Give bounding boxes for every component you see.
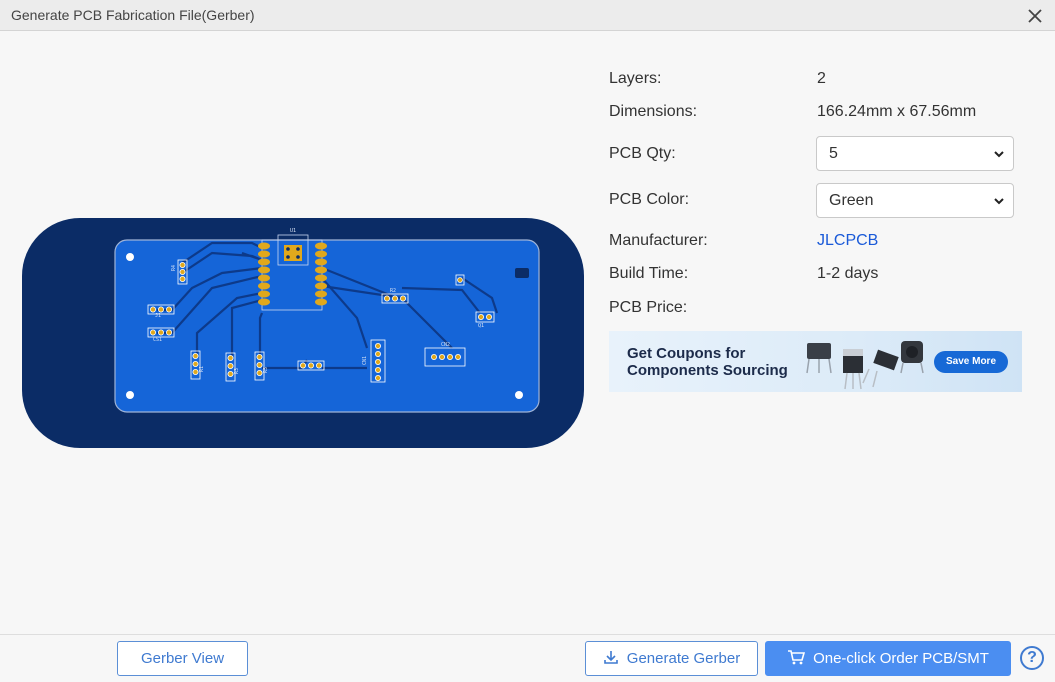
layers-row: Layers: 2 xyxy=(609,70,826,88)
qty-selected-value: 5 xyxy=(829,145,838,162)
traces xyxy=(157,241,499,370)
chevron-down-icon xyxy=(994,151,1004,158)
close-icon[interactable] xyxy=(1025,6,1045,26)
banner-text: Get Coupons for Components Sourcing xyxy=(627,345,827,379)
generate-gerber-label: Generate Gerber xyxy=(626,650,741,667)
silk-label-r4: R4 xyxy=(171,265,177,271)
dialog-titlebar: Generate PCB Fabrication File(Gerber) xyxy=(0,0,1055,31)
manufacturer-link[interactable]: JLCPCB xyxy=(817,232,879,249)
generate-gerber-button[interactable]: Generate Gerber xyxy=(585,641,758,676)
build-time-label: Build Time: xyxy=(609,265,689,282)
one-click-order-label: One-click Order PCB/SMT xyxy=(813,650,989,667)
silk-label-u1: U1 xyxy=(290,228,296,234)
components-illustration xyxy=(806,341,924,390)
layers-value: 2 xyxy=(817,70,826,87)
components xyxy=(147,259,495,383)
manufacturer-row: Manufacturer: JLCPCB xyxy=(609,232,878,250)
qty-row: PCB Qty: xyxy=(609,145,676,163)
cart-icon xyxy=(788,650,806,665)
layers-label: Layers: xyxy=(609,70,662,87)
build-time-value: 1-2 days xyxy=(817,265,879,282)
build-time-row: Build Time: 1-2 days xyxy=(609,265,878,283)
chevron-down-icon xyxy=(994,198,1004,205)
u1-footprint xyxy=(258,234,327,311)
help-icon[interactable]: ? xyxy=(1020,646,1044,670)
dimensions-value: 166.24mm x 67.56mm xyxy=(817,103,977,120)
dimensions-label: Dimensions: xyxy=(609,103,698,120)
silkscreen-labels: U1 R4 J1 CS1 R1 R3 R5 R2 CN1 CN2 Q1 xyxy=(153,228,484,374)
manufacturer-label: Manufacturer: xyxy=(609,232,708,249)
color-select[interactable]: Green xyxy=(816,183,1014,218)
color-label: PCB Color: xyxy=(609,191,690,208)
silk-label-q1: Q1 xyxy=(478,323,484,329)
silk-label-cn1: CN1 xyxy=(362,356,368,365)
banner-line2: Components Sourcing xyxy=(627,362,788,379)
save-more-button[interactable]: Save More xyxy=(934,351,1008,373)
price-row: PCB Price: xyxy=(609,299,687,317)
dimensions-row: Dimensions: 166.24mm x 67.56mm xyxy=(609,103,976,121)
banner-line1: Get Coupons for xyxy=(627,345,746,362)
qty-select[interactable]: 5 xyxy=(816,136,1014,171)
price-label: PCB Price: xyxy=(609,299,688,316)
qty-label: PCB Qty: xyxy=(609,145,676,162)
silk-label-r3: R3 xyxy=(234,368,240,374)
coupon-banner[interactable]: Get Coupons for Components Sourcing Save… xyxy=(609,331,1022,392)
silk-label-r1: R1 xyxy=(199,366,205,372)
board-copper xyxy=(114,239,540,413)
pcb-preview: U1 R4 J1 CS1 R1 R3 R5 R2 CN1 CN2 Q1 xyxy=(22,218,584,448)
silk-label-r2: R2 xyxy=(390,288,396,294)
silk-label-cs1: CS1 xyxy=(153,337,162,343)
silk-label-r5: R5 xyxy=(263,367,269,373)
download-icon xyxy=(603,651,618,664)
mounting-holes xyxy=(126,253,523,399)
color-selected-value: Green xyxy=(829,192,874,209)
gerber-view-label: Gerber View xyxy=(140,650,225,667)
silk-label-j1: J1 xyxy=(155,313,161,319)
one-click-order-button[interactable]: One-click Order PCB/SMT xyxy=(765,641,1011,676)
silk-label-cn2: CN2 xyxy=(441,342,450,348)
gerber-view-button[interactable]: Gerber View xyxy=(117,641,248,676)
color-row: PCB Color: xyxy=(609,191,689,209)
dialog-title: Generate PCB Fabrication File(Gerber) xyxy=(11,7,255,23)
